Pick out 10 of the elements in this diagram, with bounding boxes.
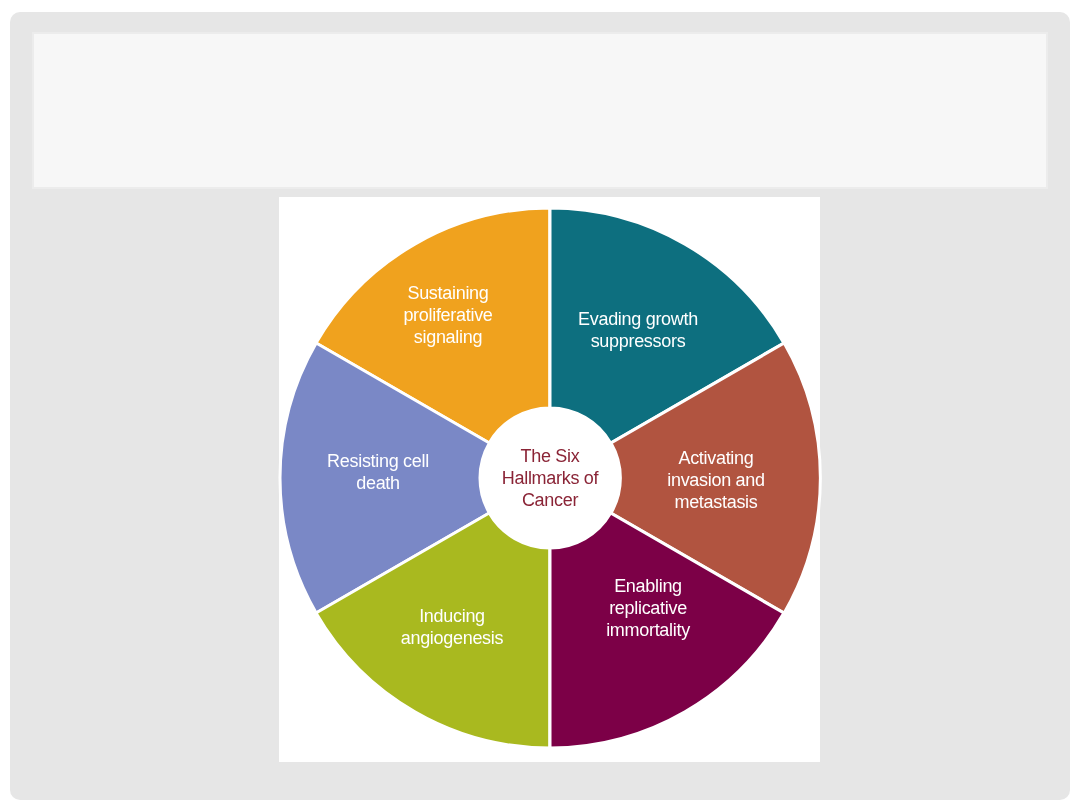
hallmark-segment (550, 208, 784, 443)
hallmark-segment (550, 513, 784, 748)
segment-label: Sustaining proliferative signaling (402, 282, 494, 348)
segment-label: Enabling replicative immortality (605, 575, 691, 641)
hallmark-segment (316, 208, 550, 443)
hallmark-segment (316, 513, 550, 748)
segment-label: Activating invasion and metastasis (666, 447, 766, 513)
segment-label: Evading growth suppressors (577, 308, 699, 352)
segment-label: Inducing angiogenesis (399, 605, 505, 649)
segment-label: Resisting cell death (326, 450, 430, 494)
